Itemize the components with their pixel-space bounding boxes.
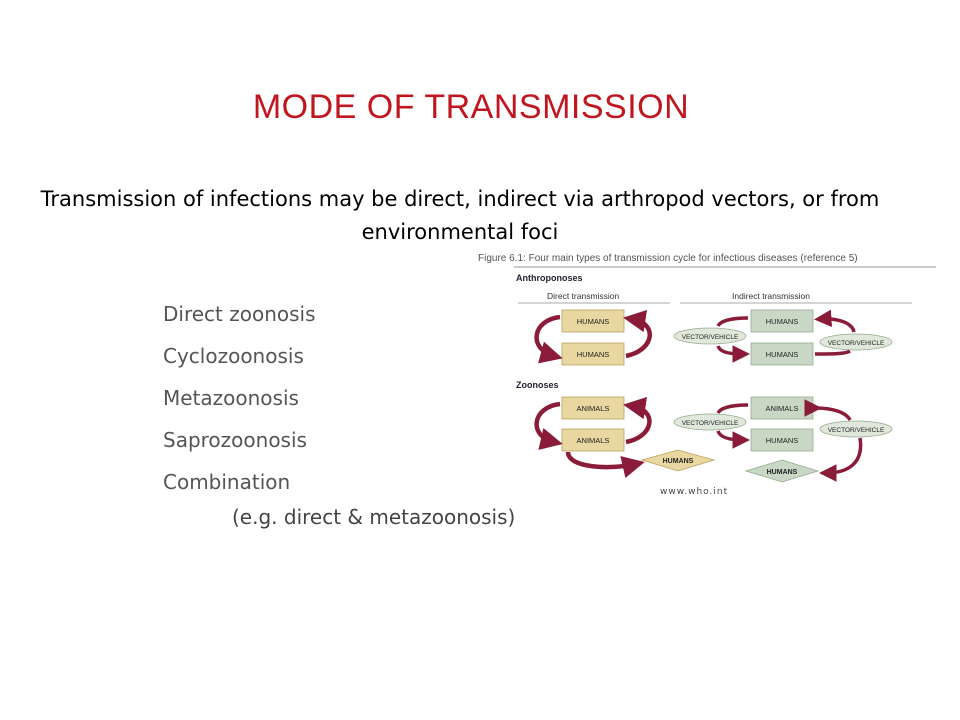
anthro-direct-right-arrow [623, 309, 652, 359]
zoo-indirect-left-arrow-top [716, 403, 749, 414]
anthro-indirect-left-arrow-top [716, 316, 749, 327]
zoo-indirect-animals-top-label: ANIMALS [766, 404, 799, 413]
anthro-indirect-vector-left-label: VECTOR/VEHICLE [682, 334, 739, 341]
zoo-direct-animals-top-label: ANIMALS [577, 404, 610, 413]
anthroponoses-heading: Anthroponoses [516, 273, 583, 283]
bullet-metazoonosis: Metazoonosis [163, 386, 299, 410]
anthro-indirect-vector-left-oval [673, 327, 747, 345]
anthro-indirect-humans-top-label: HUMANS [766, 317, 799, 326]
anthro-indirect-right-arrow-bottom [814, 309, 856, 333]
anthro-indirect-humans-bottom-box [750, 342, 814, 366]
zoo-direct-humans-diamond [640, 449, 716, 472]
anthro-direct-humans-bottom-label: HUMANS [577, 350, 610, 359]
zoo-direct-cycle: ANIMALS ANIMALS HUMANS [534, 396, 716, 478]
anthro-direct-cycle: HUMANS HUMANS [534, 309, 652, 366]
anthro-direct-left-arrow [534, 314, 563, 364]
anthro-indirect-vector-right-label: VECTOR/VEHICLE [828, 340, 885, 347]
bullet-saprozoonosis: Saprozoonosis [163, 428, 307, 452]
zoo-direct-humans-label: HUMANS [663, 458, 694, 465]
bullet-direct-zoonosis: Direct zoonosis [163, 302, 316, 326]
zoo-direct-right-arrow [623, 396, 652, 445]
zoo-indirect-right-arrow-bottom [819, 437, 863, 482]
anthro-indirect-humans-bottom-label: HUMANS [766, 350, 799, 359]
zoo-indirect-left-arrow-bottom [716, 430, 750, 449]
zoo-indirect-right-arrow-top [804, 399, 852, 421]
combination-example: (e.g. direct & metazoonosis) [232, 505, 516, 529]
zoo-indirect-cycle: ANIMALS HUMANS VECTOR/VEHICLE VECTOR/VEH… [673, 396, 893, 483]
zoo-indirect-vector-right-oval [819, 420, 893, 438]
slide-subtitle: Transmission of infections may be direct… [40, 187, 880, 244]
bullet-list: Direct zoonosis Cyclozoonosis Metazoonos… [163, 295, 316, 505]
zoo-direct-to-humans-arrow [565, 451, 645, 478]
zoo-indirect-vector-right-label: VECTOR/VEHICLE [828, 427, 885, 434]
zoo-indirect-humans-diamond [744, 459, 820, 483]
zoonoses-heading: Zoonoses [516, 380, 559, 390]
anthro-indirect-left-arrow-bottom [716, 345, 750, 363]
anthro-direct-humans-top-label: HUMANS [577, 317, 610, 326]
transmission-figure: Figure 6.1: Four main types of transmiss… [478, 253, 936, 483]
zoo-indirect-humans-diamond-label: HUMANS [767, 469, 798, 476]
direct-transmission-header: Direct transmission [547, 291, 620, 301]
figure-caption: Figure 6.1: Four main types of transmiss… [478, 253, 858, 264]
bullet-combination: Combination [163, 470, 291, 494]
indirect-transmission-header: Indirect transmission [732, 291, 810, 301]
slide-title: MODE OF TRANSMISSION [252, 88, 690, 126]
anthro-indirect-humans-top-box [750, 309, 814, 333]
zoo-indirect-vector-left-oval [673, 413, 747, 431]
zoo-direct-left-arrow [534, 401, 563, 450]
zoo-indirect-humans-box [750, 428, 814, 452]
zoo-direct-animals-bottom-label: ANIMALS [577, 436, 610, 445]
anthro-indirect-vector-right-oval [819, 333, 893, 351]
anthro-indirect-right-arrow-top [814, 349, 852, 356]
zoo-indirect-vector-left-label: VECTOR/VEHICLE [682, 420, 739, 427]
figure-credit: www.who.int [660, 487, 729, 497]
zoo-indirect-humans-box-label: HUMANS [766, 436, 799, 445]
anthro-indirect-cycle: HUMANS HUMANS VECTOR/VEHICLE VECTOR/VEHI… [673, 309, 893, 366]
bullet-cyclozoonosis: Cyclozoonosis [163, 344, 304, 368]
